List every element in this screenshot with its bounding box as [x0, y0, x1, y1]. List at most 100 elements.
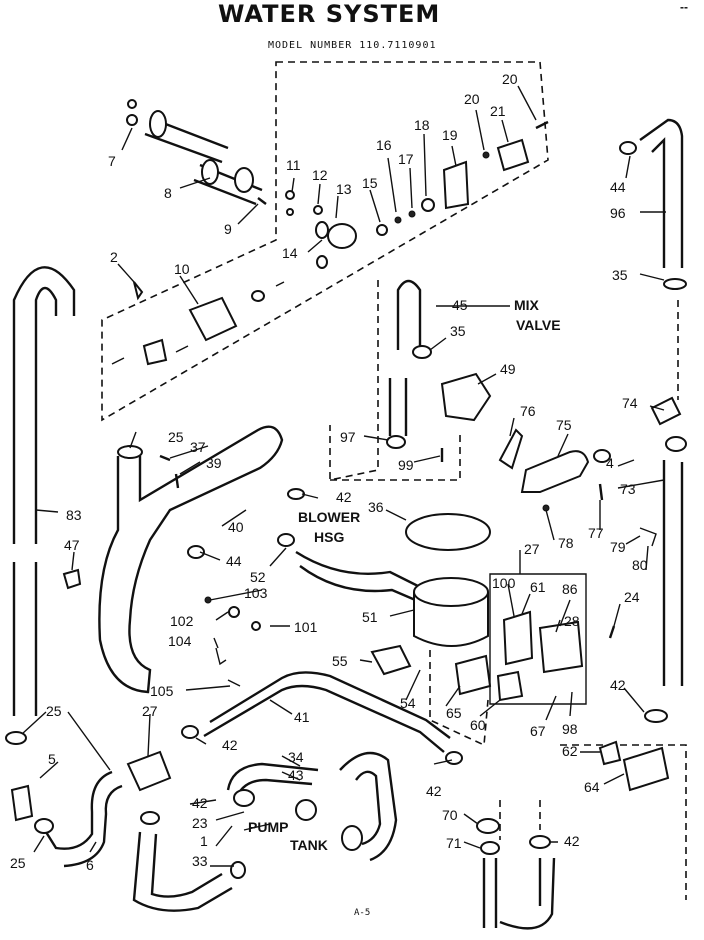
part-label: 65 [446, 705, 462, 721]
part-label: 6 [86, 857, 94, 873]
part-label: 102 [170, 613, 194, 629]
clip-79-icon [639, 527, 657, 547]
part-label: 8 [164, 185, 172, 201]
pump-fitting-27-icon [126, 750, 172, 792]
plate-55-icon [370, 644, 412, 676]
clamp-icon [412, 345, 432, 359]
washer-icon [126, 114, 138, 126]
hose-41 [203, 671, 451, 753]
clamp-icon [181, 725, 199, 739]
clamp-icon [140, 811, 160, 825]
part-label: 101 [294, 619, 318, 635]
coupler-4-icon [665, 436, 687, 452]
washer-102-icon [228, 606, 240, 618]
part-label: 67 [530, 723, 546, 739]
page-title: WATER SYSTEM [218, 0, 441, 28]
clamp-icon [644, 709, 668, 723]
clamp-icon [386, 435, 406, 449]
part-label: 100 [492, 575, 516, 591]
o-ring-icon [286, 208, 294, 216]
part-label: 44 [610, 179, 626, 195]
valve-cap-icon [421, 198, 435, 212]
part-label: 62 [562, 743, 578, 759]
clamp-icon [230, 861, 246, 879]
part-label: 27 [142, 703, 158, 719]
clamp-icon [593, 449, 611, 463]
right-mid-assembly [454, 428, 670, 792]
part-label: 55 [332, 653, 348, 669]
part-label: 13 [336, 181, 352, 197]
tank-fitting-icon [341, 825, 363, 851]
part-label: 42 [222, 737, 238, 753]
blower-tank-assembly [62, 488, 491, 687]
plate-61-icon [502, 610, 534, 666]
part-label: 42 [192, 795, 208, 811]
ball-icon [408, 210, 416, 218]
pipe-fitting-icon [149, 110, 167, 138]
part-label: 14 [282, 245, 298, 261]
part-label: 10 [174, 261, 190, 277]
clamp-icon [277, 533, 295, 547]
part-label: 1 [200, 833, 208, 849]
part-label: 51 [362, 609, 378, 625]
part-label: 43 [288, 767, 304, 783]
part-label: 45 [452, 297, 468, 313]
right-hose-assembly [619, 118, 687, 723]
part-label: 99 [398, 457, 414, 473]
tank-caption: TANK [290, 837, 328, 853]
lower-frame-outline [429, 650, 489, 747]
clamp-icon [445, 751, 463, 765]
part-label: 42 [426, 783, 442, 799]
clamp-icon [663, 278, 687, 290]
model-number: MODEL NUMBER 110.7110901 [268, 40, 437, 51]
part-label: 39 [206, 455, 222, 471]
part-label: 25 [168, 429, 184, 445]
valve-seal-icon [316, 255, 328, 269]
part-label: 40 [228, 519, 244, 535]
part-label: 54 [400, 695, 416, 711]
hose-6 [44, 770, 123, 868]
part-label: 75 [556, 417, 572, 433]
tank-rim-icon [413, 577, 489, 607]
part-label: 2 [110, 249, 118, 265]
hose-33 [132, 831, 233, 912]
screw-icon [257, 197, 267, 205]
part-label: 19 [442, 127, 458, 143]
nozzle-icon [133, 281, 144, 301]
hose-83-lower [12, 562, 38, 716]
pipe-fitting-icon [201, 159, 219, 185]
part-label: 70 [442, 807, 458, 823]
control-panel-box [489, 573, 587, 705]
part-label: 64 [584, 779, 600, 795]
bracket-76-icon [498, 428, 524, 470]
part-label: 37 [190, 439, 206, 455]
part-label: 73 [620, 481, 636, 497]
part-label: 18 [414, 117, 430, 133]
blower-hose-52 [295, 550, 427, 604]
part-label: 60 [470, 717, 486, 733]
part-label: 15 [362, 175, 378, 191]
pump-caption: PUMP [248, 819, 288, 835]
spring-icon [376, 224, 388, 236]
part-label: 86 [562, 581, 578, 597]
screw-icon [535, 120, 549, 130]
gasket-36-icon [405, 513, 491, 551]
screw-37-icon [159, 454, 171, 462]
leader-lines [21, 85, 666, 867]
top-valve-group-outline [101, 61, 549, 422]
solenoid-icon [496, 138, 530, 172]
part-label: 49 [500, 361, 516, 377]
part-label: 97 [340, 429, 356, 445]
part-label: 27 [524, 541, 540, 557]
o-ring-icon [313, 205, 323, 215]
part-labels: 7 8 9 11 12 13 14 15 16 17 18 19 20 20 2… [10, 71, 648, 873]
part-label: 44 [226, 553, 242, 569]
part-label: 28 [564, 613, 580, 629]
right-frame-outline [560, 744, 687, 900]
part-label: 25 [10, 855, 26, 871]
clip-105-icon [227, 679, 241, 687]
o-ring-icon [285, 190, 295, 200]
ball-icon [394, 216, 402, 224]
clip-icon [251, 290, 265, 302]
